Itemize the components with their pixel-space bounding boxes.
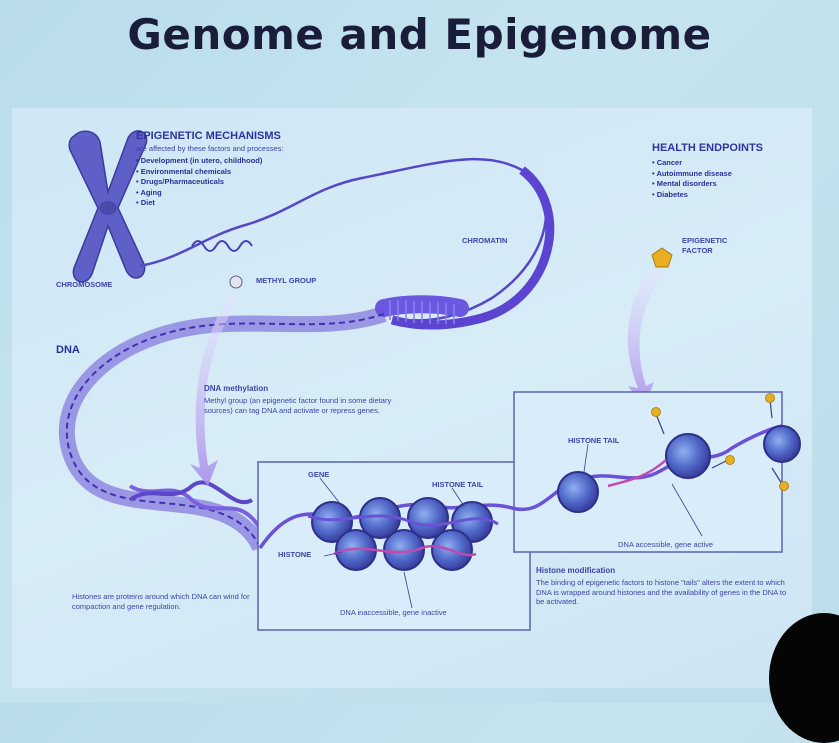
chromosome-label: CHROMOSOME bbox=[56, 280, 113, 289]
list-item: Diet bbox=[136, 198, 262, 209]
histone-note: Histones are proteins around which DNA c… bbox=[72, 592, 250, 611]
histone-cluster-inactive bbox=[307, 497, 499, 571]
dna-inaccessible-label: DNA inaccessible, gene inactive bbox=[340, 608, 447, 617]
chromatin-label: CHROMATIN bbox=[462, 236, 508, 245]
diagram-artwork bbox=[58, 130, 801, 631]
chromatin-fiber bbox=[139, 157, 548, 322]
chromosome-shape bbox=[68, 130, 148, 283]
factor-arrow bbox=[627, 268, 664, 408]
list-item: Development (in utero, childhood) bbox=[136, 156, 263, 167]
methyl-group-ball bbox=[229, 275, 243, 289]
list-item: Aging bbox=[136, 188, 262, 199]
gene-label: GENE bbox=[308, 470, 330, 479]
epigenetic-subheading: are affected by these factors and proces… bbox=[136, 144, 284, 153]
histone-label: HISTONE bbox=[278, 550, 312, 559]
methylation-arrow bbox=[190, 294, 242, 486]
epigenetic-factor-pentagon bbox=[651, 247, 673, 268]
list-item: Mental disorders bbox=[652, 179, 732, 190]
histone-mod-heading: Histone modification bbox=[536, 566, 616, 575]
epigenetic-heading: EPIGENETIC MECHANISMS bbox=[136, 130, 281, 142]
histone-mod-text: The binding of epigenetic factors to his… bbox=[536, 578, 787, 606]
dna-accessible-label: DNA accessible, gene active bbox=[618, 540, 714, 549]
epigenetic-factor-label: EPIGENETIC FACTOR bbox=[682, 236, 728, 255]
chromatin-coil bbox=[375, 166, 555, 330]
histone-tail-label-2: HISTONE TAIL bbox=[568, 436, 620, 445]
health-list: Cancer Autoimmune disease Mental disorde… bbox=[652, 158, 732, 201]
health-heading: HEALTH ENDPOINTS bbox=[652, 142, 764, 154]
histone-tail-label-1: HISTONE TAIL bbox=[432, 480, 484, 489]
slide-title: Genome and Epigenome bbox=[127, 10, 712, 59]
epigenetic-list: Development (in utero, childhood) Enviro… bbox=[136, 156, 262, 209]
list-item: Cancer bbox=[652, 158, 732, 169]
list-item: Drugs/Pharmaceuticals bbox=[136, 177, 262, 188]
list-item: Environmental chemicals bbox=[136, 167, 262, 178]
dna-label: DNA bbox=[56, 344, 80, 356]
diagram-panel: EPIGENETIC MECHANISMS are affected by th… bbox=[12, 108, 812, 688]
list-item: Autoimmune disease bbox=[652, 169, 731, 180]
methylation-text: Methyl group (an epigenetic factor found… bbox=[204, 396, 392, 415]
methyl-group-label: METHYL GROUP bbox=[256, 276, 317, 285]
methylation-heading: DNA methylation bbox=[204, 384, 269, 393]
list-item: Diabetes bbox=[652, 190, 732, 201]
histone-cluster-active bbox=[557, 393, 801, 513]
